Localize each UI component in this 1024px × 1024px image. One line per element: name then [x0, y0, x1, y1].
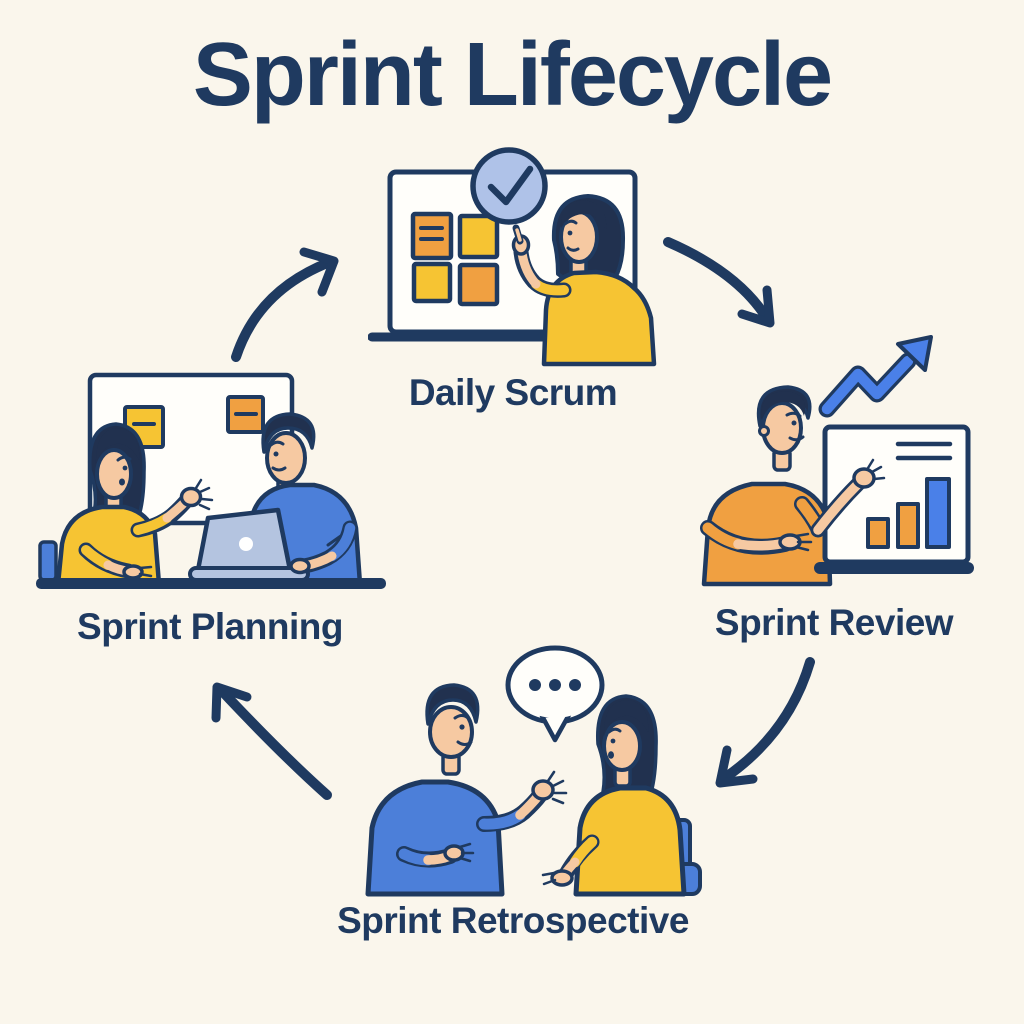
planning-man-arm [289, 520, 358, 575]
retro-woman [541, 694, 702, 897]
stage-label-sprint-planning: Sprint Planning [77, 606, 343, 647]
page-title: Sprint Lifecycle [192, 25, 833, 125]
bar-small [866, 517, 890, 549]
arrow-planning-to-daily [231, 247, 339, 362]
bar-tall [925, 477, 951, 549]
pointing-arm [511, 224, 572, 298]
stage-label-sprint-retrospective: Sprint Retrospective [337, 900, 689, 941]
hair [425, 683, 480, 726]
check-circle-icon [470, 147, 548, 225]
retro-man [365, 683, 568, 897]
sticky-note [411, 261, 453, 304]
sticky-note [457, 262, 500, 307]
arrow-review-to-retrospective [715, 657, 815, 788]
hair-fringe [560, 200, 607, 230]
hair-top [761, 391, 806, 420]
sprint-retrospective-illustration [365, 645, 702, 897]
speech-bubble-icon [505, 645, 605, 743]
chest-arm [396, 842, 475, 868]
hair-fringe [95, 428, 140, 464]
face [265, 431, 307, 485]
laptop-icon [188, 507, 310, 582]
stage-label-daily-scrum: Daily Scrum [408, 372, 618, 413]
bar-chart-board-icon [814, 424, 974, 574]
sprint-review-illustration [700, 335, 974, 587]
sticky-note [457, 213, 500, 260]
face [95, 448, 133, 500]
presenter-man-arms [700, 458, 886, 555]
resting-arm [541, 834, 600, 887]
daily-scrum-illustration [368, 147, 657, 367]
shirt [365, 779, 505, 897]
face [602, 720, 642, 772]
shirt [573, 785, 687, 897]
sticky-note [410, 211, 454, 261]
hair [261, 412, 316, 454]
planning-woman-arms [78, 478, 214, 580]
presenter-woman [511, 194, 657, 367]
gesturing-arm [476, 770, 568, 832]
trend-up-arrow-icon [818, 335, 933, 418]
chair [38, 540, 58, 582]
arrow-retrospective-to-planning [211, 682, 332, 800]
hair-fringe [603, 700, 649, 736]
face [428, 705, 474, 759]
sprint-planning-illustration [36, 372, 386, 589]
bar-medium [896, 502, 920, 549]
stage-label-sprint-review: Sprint Review [714, 602, 954, 643]
arrow-daily-to-review [663, 237, 775, 328]
